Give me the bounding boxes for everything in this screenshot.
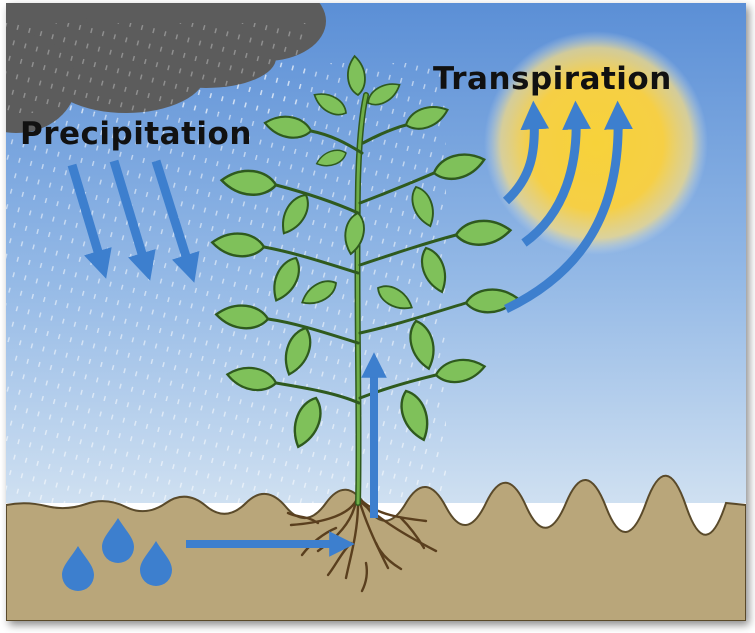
precipitation-arrow-2 xyxy=(109,159,156,281)
transpiration-arrow-2 xyxy=(521,100,591,247)
precipitation-label: Precipitation xyxy=(20,116,252,152)
transpiration-label: Transpiration xyxy=(433,61,672,97)
water-cycle-scene xyxy=(6,3,746,621)
water-drops xyxy=(62,518,172,591)
cloud-rain-streaks xyxy=(6,23,306,113)
water-drop-icon xyxy=(102,518,134,563)
plant-icon xyxy=(210,54,520,506)
diagram-frame: Precipitation Transpiration xyxy=(6,3,746,621)
soil-ground xyxy=(6,474,746,621)
transpiration-arrow-3 xyxy=(504,100,633,314)
transpiration-arrows xyxy=(502,100,633,314)
precipitation-arrow-3 xyxy=(151,159,200,283)
water-drop-icon xyxy=(140,541,172,586)
sun-icon xyxy=(484,31,708,255)
water-drop-icon xyxy=(62,546,94,591)
transpiration-arrow-1 xyxy=(502,100,550,205)
water-uptake-arrows xyxy=(186,352,387,557)
precipitation-arrow-1 xyxy=(67,163,112,279)
precipitation-arrows xyxy=(67,159,200,283)
